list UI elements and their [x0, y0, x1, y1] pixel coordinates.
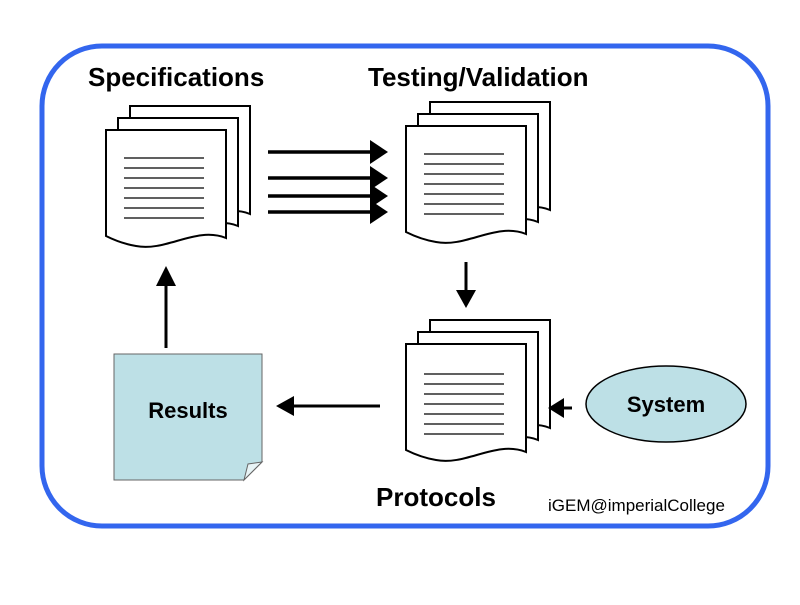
protocols-title: Protocols: [376, 482, 496, 512]
arrow-testing-to-protocols: [456, 262, 476, 308]
system-label: System: [627, 392, 705, 417]
arrow-spec-to-testing-2: [268, 166, 388, 190]
arrows-specifications-to-testing: [268, 140, 388, 224]
testing-validation-title: Testing/Validation: [368, 62, 589, 92]
outer-frame: [39, 43, 771, 529]
system-node: System: [585, 365, 747, 443]
arrow-spec-to-testing-4: [268, 200, 388, 224]
credit-text: iGEM@imperialCollege: [548, 496, 725, 515]
results-note: Results: [113, 353, 264, 482]
arrow-spec-to-testing-1: [268, 140, 388, 164]
arrow-system-to-protocols: [548, 398, 572, 418]
testing-document-stack: [405, 101, 551, 244]
arrow-protocols-to-results: [276, 396, 380, 416]
specifications-document-stack: [105, 105, 251, 248]
specifications-title: Specifications: [88, 62, 264, 92]
protocols-document-stack: [405, 319, 551, 462]
arrow-results-to-specifications: [156, 266, 176, 348]
results-label: Results: [148, 398, 227, 423]
arrow-spec-to-testing-3: [268, 184, 388, 208]
